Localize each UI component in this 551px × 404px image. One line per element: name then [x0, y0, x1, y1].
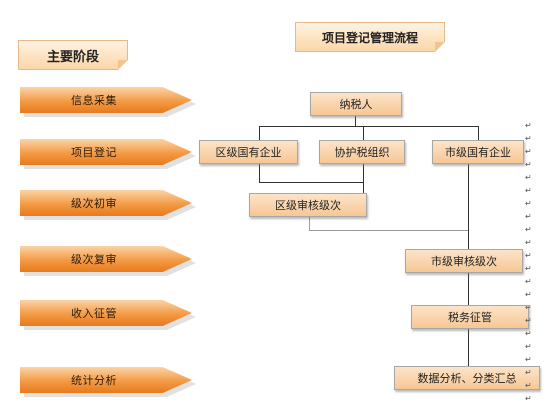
- stage-label: 项目登记: [71, 146, 117, 159]
- paragraph-mark: ↵: [525, 329, 532, 338]
- stages-title: 主要阶段: [46, 49, 99, 65]
- paragraph-mark: ↵: [525, 277, 532, 286]
- stages-title-card: 主要阶段: [18, 40, 128, 70]
- connector: [478, 126, 479, 140]
- connector: [259, 126, 260, 142]
- connector: [259, 182, 363, 183]
- paragraph-mark: ↵: [525, 381, 532, 390]
- box-label: 市级国有企业: [445, 146, 511, 159]
- paragraph-mark: ↵: [525, 251, 532, 260]
- paragraph-mark: ↵: [525, 316, 532, 325]
- box-label: 区级审核级次: [275, 199, 341, 212]
- paragraph-mark: ↵: [525, 121, 532, 130]
- city-soe-box: 市级国有企业: [432, 140, 524, 164]
- paragraph-mark: ↵: [525, 147, 532, 156]
- tax-collection-box: 税务征管: [411, 305, 529, 329]
- paragraph-mark: ↵: [525, 368, 532, 377]
- box-label: 区级国有企业: [215, 146, 282, 159]
- data-analysis-box: 数据分析、分类汇总: [394, 366, 540, 390]
- connector: [309, 217, 310, 231]
- district-soe-box: 区级国有企业: [199, 140, 298, 164]
- connector: [468, 163, 469, 249]
- flow-title-fold: [435, 42, 445, 52]
- tax-assist-org-box: 协护税组织: [319, 140, 405, 164]
- box-label: 税务征管: [448, 311, 492, 324]
- stage-arrow-info-collect: 信息采集: [20, 87, 192, 113]
- connector: [259, 163, 260, 183]
- stage-label: 级次复审: [71, 253, 117, 266]
- paragraph-mark: ↵: [525, 303, 532, 312]
- paragraph-mark: ↵: [525, 238, 532, 247]
- paragraph-mark: ↵: [525, 173, 532, 182]
- box-label: 纳税人: [339, 98, 373, 111]
- paragraph-mark: ↵: [525, 394, 532, 403]
- paragraph-mark: ↵: [525, 355, 532, 364]
- stage-arrow-second-review: 级次复审: [20, 246, 192, 272]
- city-review-box: 市级审核级次: [405, 249, 523, 273]
- box-label: 市级审核级次: [431, 255, 497, 268]
- stage-label: 信息采集: [71, 94, 117, 107]
- box-label: 数据分析、分类汇总: [417, 372, 517, 385]
- connector: [309, 230, 469, 231]
- connector: [363, 126, 364, 140]
- flow-title: 项目登记管理流程: [321, 30, 418, 45]
- connector: [468, 272, 469, 306]
- paragraph-mark: ↵: [525, 342, 532, 351]
- paragraph-mark: ↵: [525, 264, 532, 273]
- stage-arrow-stat-analysis: 统计分析: [20, 367, 192, 393]
- stages-title-fold: [118, 60, 128, 70]
- stage-label: 级次初审: [71, 197, 117, 210]
- connector: [355, 116, 356, 126]
- stage-label: 统计分析: [71, 374, 117, 387]
- flow-title-card: 项目登记管理流程: [295, 22, 445, 52]
- paragraph-mark: ↵: [525, 134, 532, 143]
- connector: [468, 328, 469, 366]
- paragraph-mark: ↵: [525, 290, 532, 299]
- paragraph-mark: ↵: [525, 160, 532, 169]
- stage-arrow-first-review: 级次初审: [20, 190, 192, 216]
- paragraph-mark: ↵: [525, 225, 532, 234]
- district-review-box: 区级审核级次: [249, 193, 367, 217]
- connector: [363, 163, 364, 194]
- paragraph-mark: ↵: [525, 199, 532, 208]
- paragraph-mark: ↵: [525, 212, 532, 221]
- stage-arrow-project-register: 项目登记: [20, 139, 192, 165]
- paragraph-mark: ↵: [525, 186, 532, 195]
- stage-arrow-revenue-collect: 收入征管: [20, 300, 192, 326]
- stage-label: 收入征管: [71, 307, 117, 320]
- box-label: 协护税组织: [334, 146, 390, 159]
- taxpayer-box: 纳税人: [310, 92, 402, 116]
- connector: [259, 126, 479, 127]
